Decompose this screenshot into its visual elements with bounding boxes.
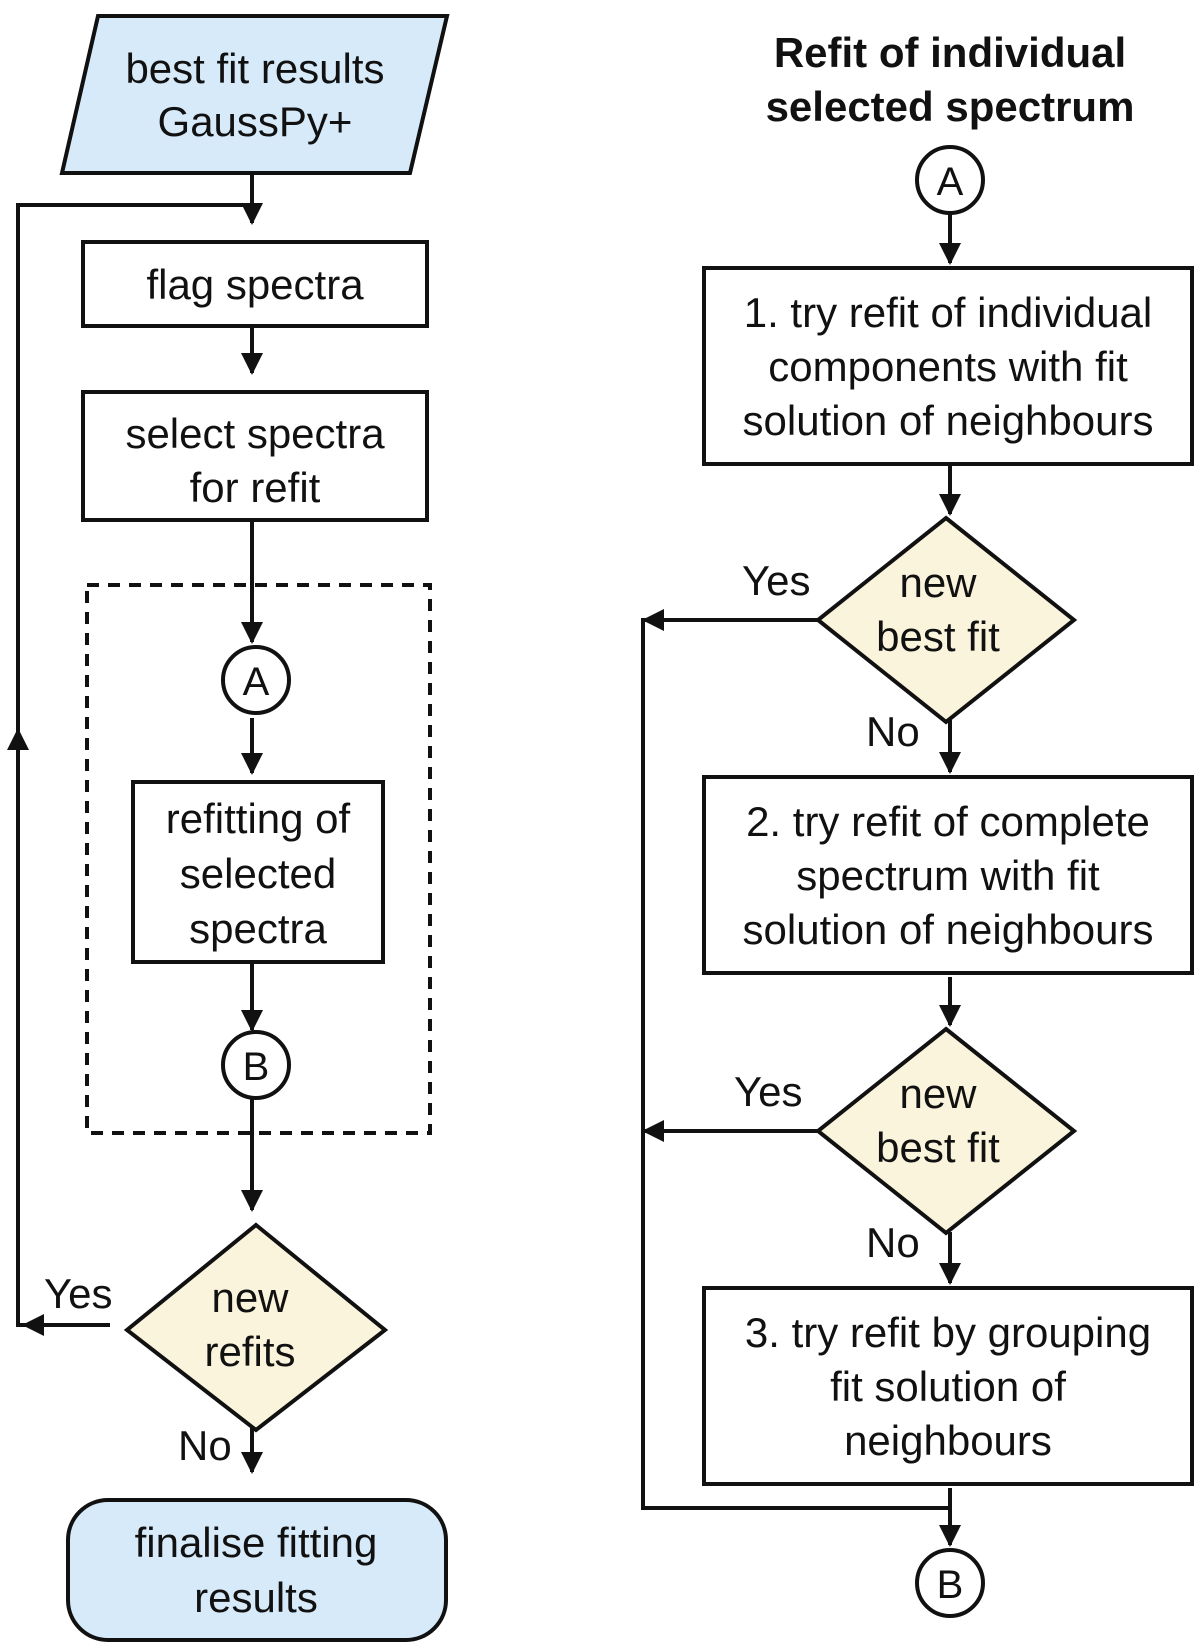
step3-label-line-3: neighbours: [844, 1417, 1052, 1464]
left-no-label: No: [178, 1422, 232, 1469]
finalise-label-line-1: finalise fitting: [135, 1519, 378, 1566]
step3-box: [702, 1286, 1194, 1486]
step1-label-line-2: components with fit: [768, 343, 1128, 390]
step2-label-line-2: spectrum with fit: [796, 852, 1100, 899]
decision2-label-line-1: new: [899, 1070, 977, 1117]
right-connector-a: [915, 145, 985, 215]
decision1-no-label: No: [866, 708, 920, 755]
right-connector-b-label: B: [937, 1563, 964, 1607]
left-yes-label: Yes: [44, 1270, 113, 1317]
decision2-diamond: [814, 1026, 1078, 1236]
new-refits-label-line-2: refits: [204, 1328, 295, 1375]
right-title-line-1: Refit of individual: [774, 29, 1126, 76]
flag-spectra-box: [81, 240, 429, 328]
right-connector-a-label: A: [937, 160, 964, 204]
left-connector-lines: [6, 175, 263, 1474]
decision2-label-line-2: best fit: [876, 1124, 1000, 1171]
decision2-no-label: No: [866, 1219, 920, 1266]
right-connector-b: [915, 1548, 985, 1618]
refitting-box: [131, 780, 385, 964]
decision1-label-line-1: new: [899, 559, 977, 606]
new-refits-decision: [123, 1222, 389, 1433]
step2-label-line-1: 2. try refit of complete: [746, 798, 1150, 845]
decision1-diamond: [814, 515, 1078, 725]
input-parallelogram: [59, 14, 450, 175]
input-label-line-2: GaussPy+: [158, 98, 353, 145]
flag-spectra-label: flag spectra: [146, 261, 364, 308]
step1-box: [702, 266, 1194, 466]
right-title-line-2: selected spectrum: [766, 83, 1135, 130]
left-connector-a-label: A: [243, 660, 270, 704]
step3-label-line-1: 3. try refit by grouping: [745, 1309, 1151, 1356]
decision1-yes-label: Yes: [742, 557, 811, 604]
left-connector-b: [221, 1030, 291, 1100]
select-spectra-box: [81, 390, 429, 522]
step1-label-line-3: solution of neighbours: [743, 397, 1154, 444]
input-label-line-1: best fit results: [125, 45, 384, 92]
left-connector-b-label: B: [243, 1045, 270, 1089]
step2-box: [702, 775, 1194, 975]
step1-label-line-1: 1. try refit of individual: [744, 289, 1153, 336]
left-connector-a: [221, 645, 291, 715]
decision1-label-line-2: best fit: [876, 613, 1000, 660]
finalise-terminal: [66, 1498, 448, 1642]
refit-group-dashed-box: [85, 583, 432, 1135]
step2-label-line-3: solution of neighbours: [743, 906, 1154, 953]
finalise-label-line-2: results: [194, 1574, 318, 1621]
select-spectra-label-line-2: for refit: [190, 464, 321, 511]
step3-label-line-2: fit solution of: [830, 1363, 1066, 1410]
select-spectra-label-line-1: select spectra: [125, 410, 385, 457]
new-refits-label-line-1: new: [211, 1274, 289, 1321]
refitting-label-line-2: selected: [180, 850, 336, 897]
right-connector-lines: [641, 213, 961, 1547]
decision2-yes-label: Yes: [734, 1068, 803, 1115]
refitting-label-line-3: spectra: [189, 905, 327, 952]
refitting-label-line-1: refitting of: [166, 795, 351, 842]
